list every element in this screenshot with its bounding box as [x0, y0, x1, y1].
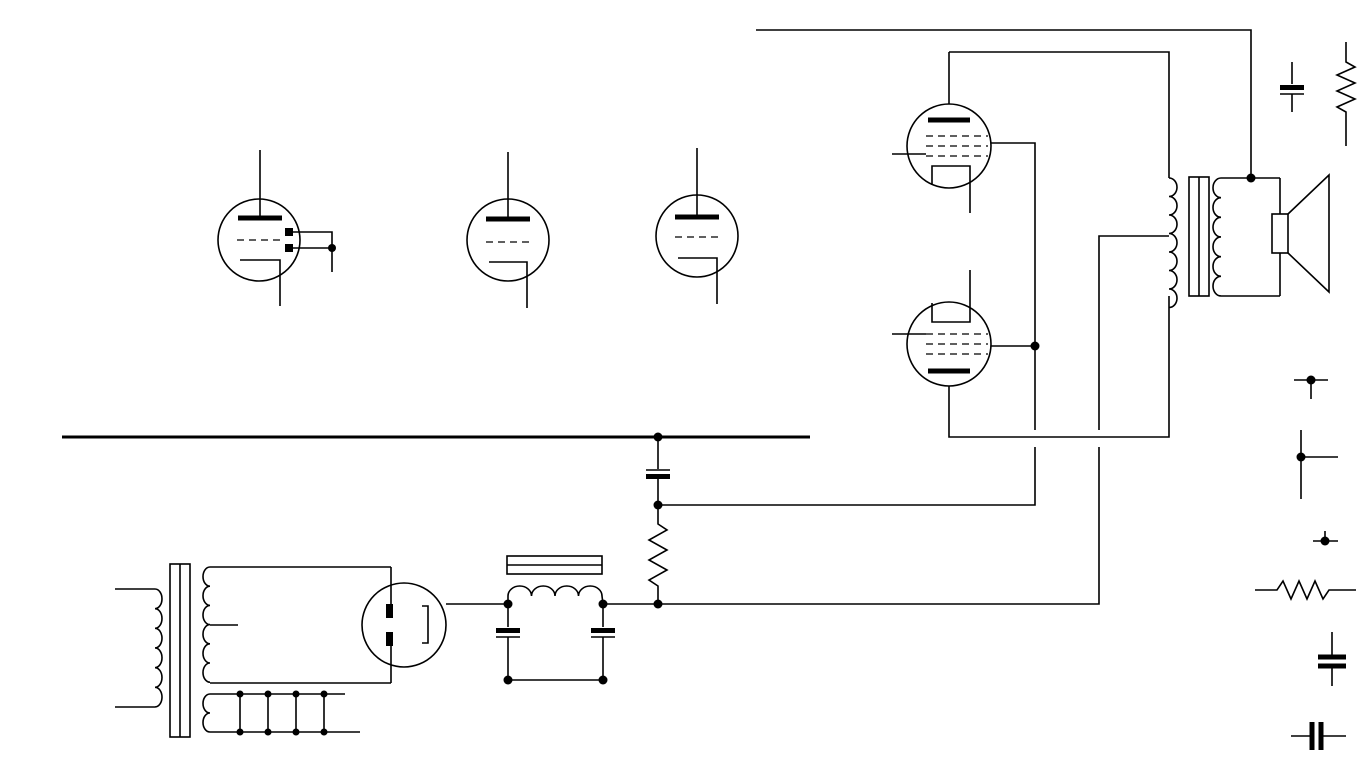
- dropping-resistor: [647, 505, 669, 609]
- power-transformer: [115, 563, 391, 738]
- junction-symbol: [1294, 375, 1328, 399]
- filter-choke: [446, 555, 658, 609]
- capacitor-vertical-symbol: [1318, 632, 1346, 686]
- resistor-horizontal-symbol: [1255, 579, 1356, 601]
- power-tube-lower: [892, 270, 992, 387]
- high-voltage-bus: [62, 432, 810, 442]
- power-tube-upper: [892, 103, 992, 213]
- bypass-capacitor: [646, 437, 670, 510]
- loudspeaker: [1271, 173, 1330, 296]
- dot-symbol: [1313, 531, 1338, 546]
- filter-capacitor-2: [591, 604, 615, 680]
- rectifier-tube: [361, 567, 447, 683]
- output-transformer: [1168, 173, 1280, 309]
- capacitor-horizontal-symbol: [1291, 722, 1346, 750]
- resistor-vertical-symbol: [1335, 42, 1357, 146]
- triode-dual-grid: [217, 150, 336, 306]
- triode-a: [466, 152, 550, 308]
- electrolytic-capacitor-symbol: [1280, 62, 1304, 112]
- tee-junction-symbol: [1296, 430, 1338, 499]
- ground-return: [503, 675, 608, 685]
- filter-capacitor-1: [496, 604, 520, 680]
- triode-b: [655, 148, 739, 304]
- output-stage-wiring: [658, 29, 1252, 605]
